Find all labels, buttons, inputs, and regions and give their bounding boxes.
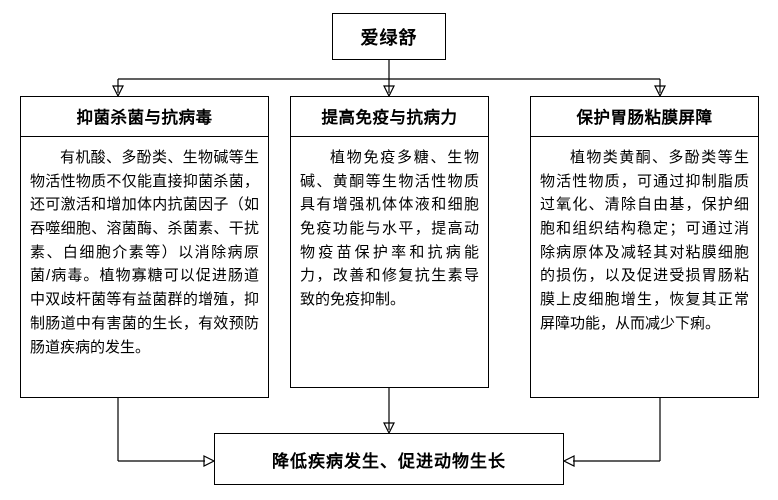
conclusion-box: 降低疾病发生、促进动物生长 xyxy=(214,433,564,485)
column-box-mucosal-barrier: 保护胃肠粘膜屏障 植物类黄酮、多酚类等生物活性物质，可通过抑制脂质过氧化、清除自… xyxy=(530,96,759,398)
column-heading: 提高免疫与抗病力 xyxy=(291,97,488,137)
arrow-center-bottom xyxy=(383,422,395,435)
column-box-immunity: 提高免疫与抗病力 植物免疫多糖、生物碱、黄酮等生物活性物质具有增强机体体液和细胞… xyxy=(290,96,489,388)
column-heading: 保护胃肠粘膜屏障 xyxy=(531,97,758,137)
column-box-antibacterial: 抑菌杀菌与抗病毒 有机酸、多酚类、生物碱等生物活性物质不仅能直接抑菌杀菌，还可激… xyxy=(20,96,269,398)
arrow-center-top xyxy=(383,85,395,98)
arrow-left-bottom xyxy=(203,455,216,467)
column-body: 植物类黄酮、多酚类等生物活性物质，可通过抑制脂质过氧化、清除自由基，保护细胞和组… xyxy=(540,149,749,332)
arrow-right-bottom xyxy=(562,455,575,467)
column-body: 植物免疫多糖、生物碱、黄酮等生物活性物质具有增强机体体液和细胞免疫功能与水平，提… xyxy=(300,149,479,309)
title-text: 爱绿舒 xyxy=(360,27,418,48)
column-heading: 抑菌杀菌与抗病毒 xyxy=(21,97,268,137)
arrow-left-top xyxy=(112,85,124,98)
title-box: 爱绿舒 xyxy=(332,13,446,60)
conclusion-text: 降低疾病发生、促进动物生长 xyxy=(272,451,506,471)
column-body: 有机酸、多酚类、生物碱等生物活性物质不仅能直接抑菌杀菌，还可激活和增加体内抗菌因… xyxy=(30,149,259,356)
arrow-right-top xyxy=(654,85,666,98)
